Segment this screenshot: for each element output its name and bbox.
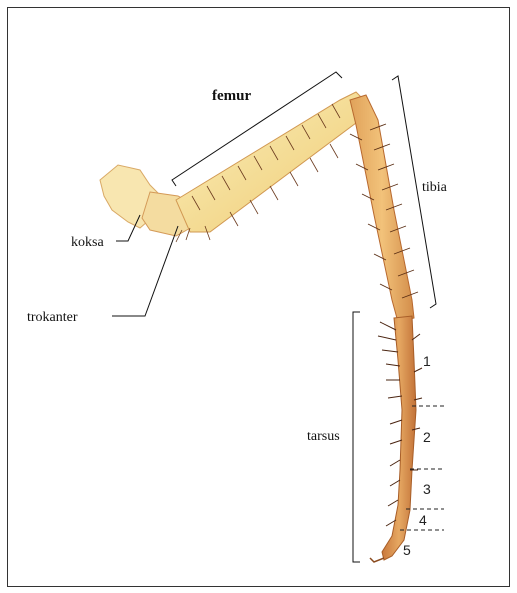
tarsal-segment-5: 5 bbox=[403, 542, 411, 558]
leg-illustration bbox=[100, 92, 422, 562]
tarsal-claw-shape bbox=[370, 558, 384, 562]
koksa-label: koksa bbox=[71, 235, 104, 250]
femur-shape bbox=[176, 92, 368, 232]
tarsal-segment-4: 4 bbox=[419, 512, 427, 528]
tarsus-shape bbox=[382, 316, 416, 560]
tibia-shape bbox=[350, 95, 414, 322]
tarsal-segment-3: 3 bbox=[423, 481, 431, 497]
tibia-label: tibia bbox=[422, 180, 448, 195]
tarsal-segment-1: 1 bbox=[423, 353, 431, 369]
tarsus-bracket bbox=[353, 312, 360, 562]
trokanter-leader bbox=[112, 226, 178, 316]
femur-label: femur bbox=[212, 88, 251, 104]
tarsus-label: tarsus bbox=[307, 429, 340, 444]
trokanter-label: trokanter bbox=[27, 310, 78, 325]
tarsal-segment-2: 2 bbox=[423, 429, 431, 445]
